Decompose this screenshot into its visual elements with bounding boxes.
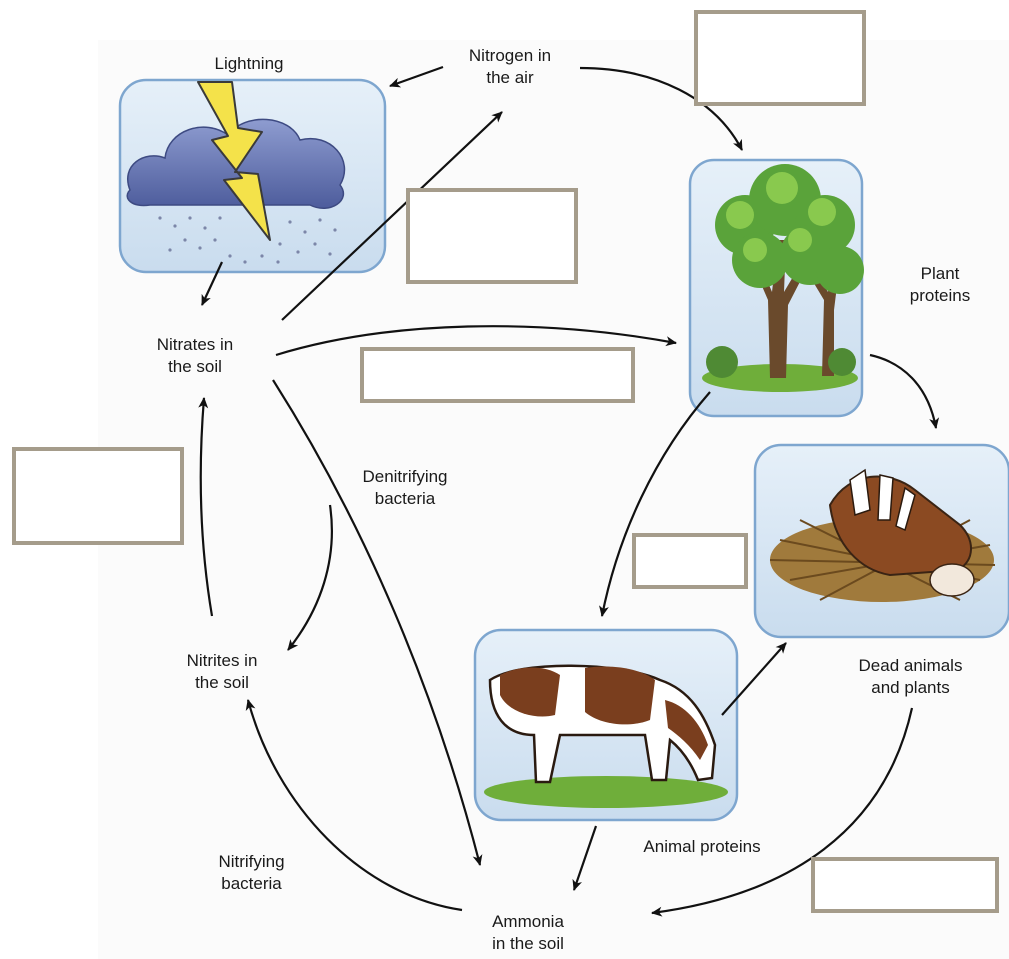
label-plant-proteins: Plant proteins	[909, 264, 971, 305]
answer-box-left[interactable]	[12, 447, 184, 545]
label-ammonia-in-soil: Ammonia in the soil	[492, 912, 564, 953]
label-animal-proteins: Animal proteins	[643, 837, 761, 856]
arrow-nitrates-to-air	[281, 111, 503, 321]
cow-icon	[484, 664, 728, 808]
answer-box-small-middle[interactable]	[632, 533, 748, 589]
lightning-image-frame	[118, 78, 387, 274]
arrow-lightning-to-nitrates	[201, 261, 223, 306]
label-nitrites-in-soil: Nitrites in the soil	[186, 651, 258, 692]
arrow-nitrates-to-tree	[275, 325, 677, 357]
arrow-air-to-tree	[579, 66, 743, 151]
arrow-air-to-lightning	[389, 65, 444, 88]
label-nitrogen-in-air: Nitrogen in the air	[468, 46, 552, 87]
tree-image-frame	[688, 158, 864, 418]
dead-animals-image-frame	[753, 443, 1009, 639]
arrow-tree-to-dead	[869, 353, 940, 429]
answer-box-top-right[interactable]	[694, 10, 866, 106]
arrow-cow-to-dead	[721, 642, 787, 716]
label-lightning: Lightning	[214, 54, 284, 73]
label-dead-animals-and-plants: Dead animals and plants	[858, 656, 963, 697]
label-nitrifying-bacteria: Nitrifying bacteria	[218, 852, 285, 893]
label-denitrifying-bacteria: Denitrifying bacteria	[362, 467, 448, 508]
arrow-cow-to-ammonia	[572, 825, 598, 891]
dead-animal-icon	[769, 468, 996, 602]
arrow-tree-to-cow	[599, 391, 711, 617]
arrow-ammonia-to-nitrites	[245, 699, 463, 912]
arrow-nitrites-to-nitrates	[198, 397, 214, 617]
arrow-dead-to-ammonia	[651, 707, 914, 917]
answer-box-center-top[interactable]	[406, 188, 578, 284]
label-nitrates-in-soil: Nitrates in the soil	[156, 335, 234, 376]
answer-box-bottom-right[interactable]	[811, 857, 999, 913]
answer-box-center-wide[interactable]	[360, 347, 635, 403]
trees-icon	[702, 164, 864, 392]
cow-image-frame	[473, 628, 739, 822]
storm-cloud-lightning-icon	[126, 81, 346, 264]
arrow-nitrates-to-ammonia	[272, 379, 483, 866]
arrow-denitrifying-to-nitrites	[287, 504, 333, 651]
